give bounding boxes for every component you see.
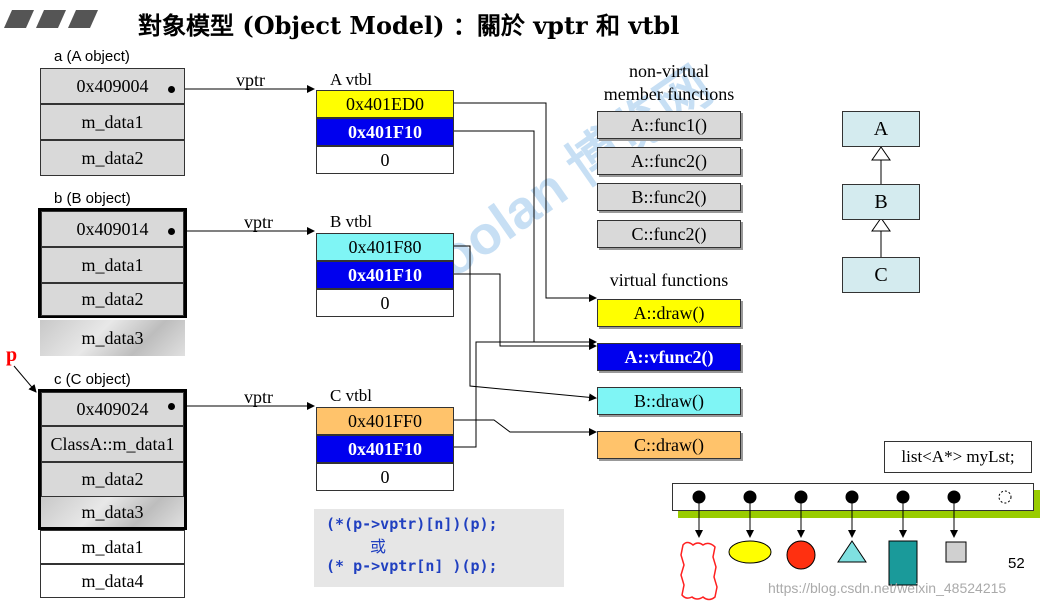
vtbl-a-entry: 0x401F10 <box>316 118 454 146</box>
class-box: C <box>842 257 920 293</box>
object-a-row: m_data2 <box>40 140 185 176</box>
vtbl-b-entry: 0x401F80 <box>316 233 454 261</box>
class-box: A <box>842 111 920 147</box>
list-declaration: list<A*> myLst; <box>884 441 1032 473</box>
title-decor-icon <box>4 10 114 28</box>
object-c-frame <box>38 389 187 530</box>
vtbl-a-entry: 0 <box>316 146 454 174</box>
code-line: (* p->vptr[n] )(p); <box>326 557 498 575</box>
object-b-label: b (B object) <box>54 190 131 207</box>
vptr-dot <box>168 228 175 235</box>
object-a-label: a (A object) <box>54 48 130 65</box>
non-virtual-function: C::func2() <box>597 220 741 248</box>
object-c-row: m_data1 <box>40 530 185 564</box>
code-snippet: (*(p->vptr)[n])(p); 或 (* p->vptr[n] )(p)… <box>314 509 564 587</box>
virtual-header: virtual functions <box>609 270 729 290</box>
vtbl-b-title: B vtbl <box>330 212 373 231</box>
vptr-dot <box>168 86 175 93</box>
code-or: 或 <box>370 537 387 556</box>
object-c-row: m_data3 <box>41 497 184 527</box>
vtbl-b-entry: 0x401F10 <box>316 261 454 289</box>
object-c-row: m_data4 <box>40 564 185 598</box>
object-c-label: c (C object) <box>54 371 131 388</box>
vptr-label: vptr <box>236 70 265 90</box>
object-c-row: ClassA::m_data1 <box>41 426 184 462</box>
object-a-vptr-cell: 0x409004 <box>40 68 185 104</box>
vptr-label: vptr <box>244 387 273 407</box>
non-virtual-function: A::func2() <box>597 147 741 175</box>
vtbl-c-entry: 0x401FF0 <box>316 407 454 435</box>
object-b-row: m_data1 <box>41 247 184 283</box>
object-c-row: m_data2 <box>41 462 184 497</box>
pointer-p-label: p <box>6 344 18 366</box>
non-virtual-function: A::func1() <box>597 111 741 139</box>
object-c-vptr-cell: 0x409024 <box>41 392 184 426</box>
class-box: B <box>842 184 920 220</box>
vtbl-c-entry: 0 <box>316 463 454 491</box>
code-line: (*(p->vptr)[n])(p); <box>326 515 498 533</box>
vtbl-a-entry: 0x401ED0 <box>316 90 454 118</box>
object-b-row: m_data2 <box>41 283 184 316</box>
object-b-frame <box>38 208 187 318</box>
object-b-vptr-cell: 0x409014 <box>41 211 184 247</box>
object-b-row: m_data3 <box>40 320 185 356</box>
virtual-function: B::draw() <box>597 387 741 415</box>
page-number: 52 <box>1008 555 1025 572</box>
non-virtual-header-line1: non-virtual <box>629 61 709 81</box>
page-title: 對象模型 (Object Model) ：關於 vptr 和 vtbl <box>138 11 680 40</box>
credit-text: https://blog.csdn.net/weixin_48524215 <box>768 580 1007 596</box>
non-virtual-function: B::func2() <box>597 183 741 211</box>
vptr-label: vptr <box>244 212 273 232</box>
virtual-function: C::draw() <box>597 431 741 459</box>
virtual-function: A::draw() <box>597 299 741 327</box>
vptr-dot <box>168 403 175 410</box>
vtbl-c-title: C vtbl <box>330 386 373 405</box>
vtbl-c-entry: 0x401F10 <box>316 435 454 463</box>
non-virtual-header-line2: member functions <box>603 84 735 104</box>
virtual-function: A::vfunc2() <box>597 343 741 371</box>
non-virtual-header: non-virtual member functions <box>590 60 748 106</box>
object-a-row: m_data1 <box>40 104 185 140</box>
vtbl-b-entry: 0 <box>316 289 454 317</box>
vtbl-a-title: A vtbl <box>330 70 373 89</box>
